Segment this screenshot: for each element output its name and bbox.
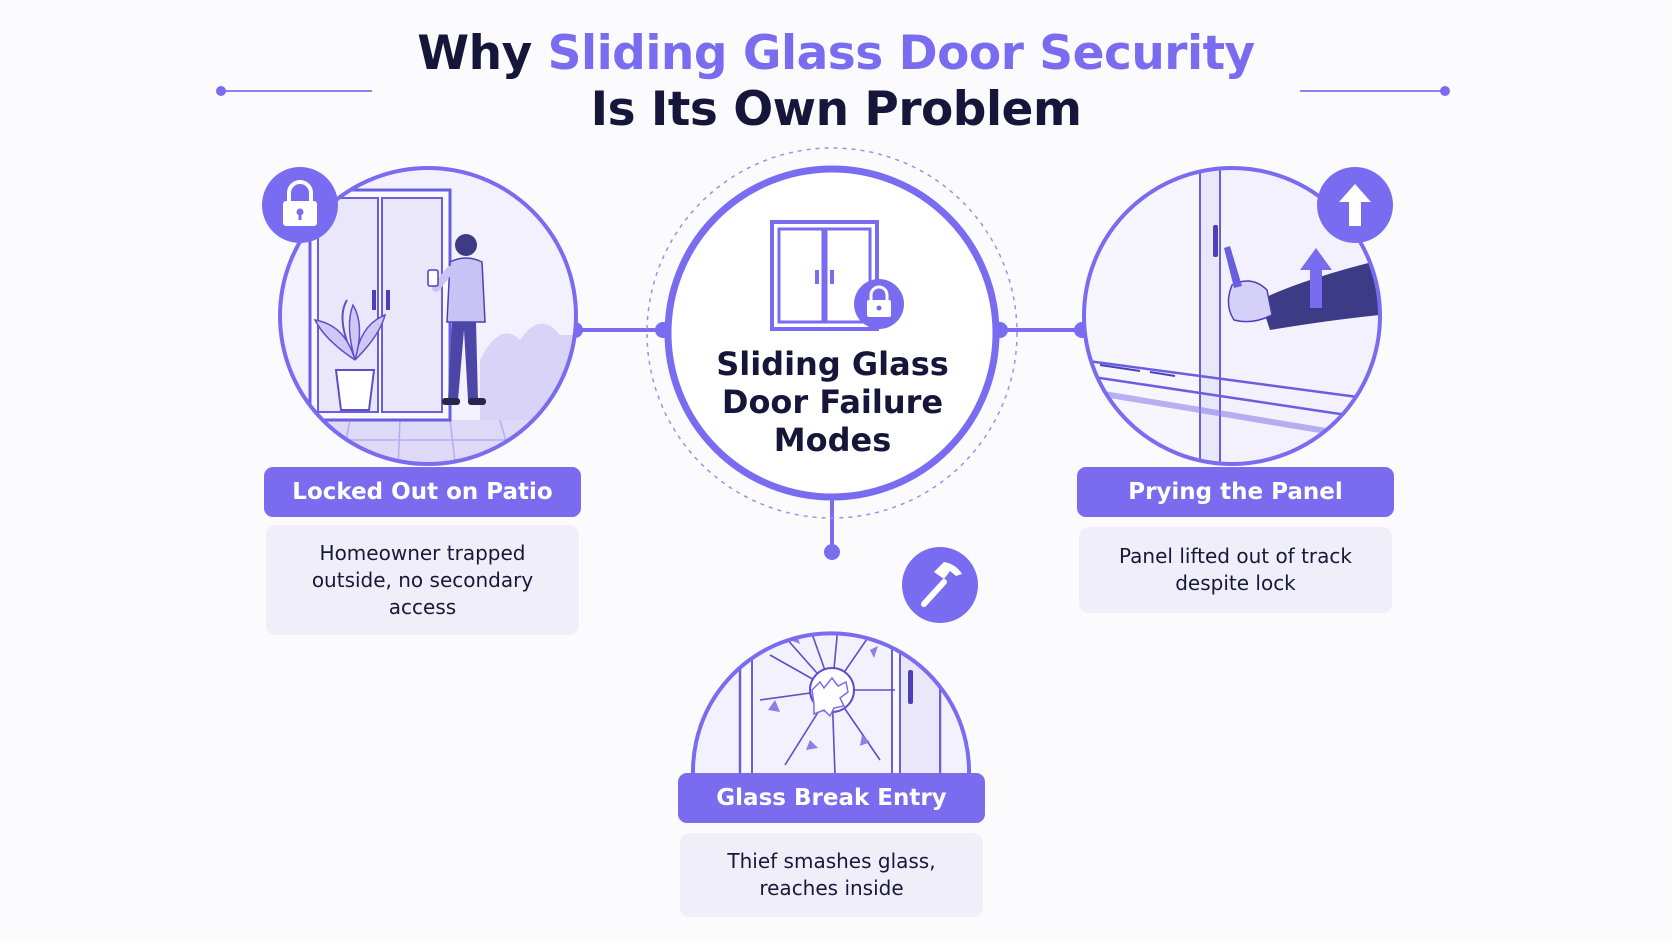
- hammer-icon: [902, 547, 978, 623]
- title-rule-right: [1300, 86, 1450, 96]
- title-rule-left: [216, 86, 372, 96]
- desc-glass-break: Thief smashes glass, reaches inside: [680, 833, 983, 917]
- desc-locked-out: Homeowner trapped outside, no secondary …: [266, 525, 579, 635]
- page-title: Why Sliding Glass Door Security Is Its O…: [0, 26, 1672, 138]
- label-prying-panel: Prying the Panel: [1077, 467, 1394, 517]
- sliding-door-lock-icon: [770, 220, 904, 331]
- label-locked-out: Locked Out on Patio: [264, 467, 581, 517]
- desc-prying-panel: Panel lifted out of track despite lock: [1079, 527, 1392, 613]
- glass-break-illustration: [691, 631, 971, 801]
- arrow-up-icon: [1317, 167, 1393, 243]
- padlock-icon: [262, 167, 338, 243]
- title-accent: Sliding Glass Door Security: [547, 26, 1256, 81]
- locked-out-illustration: [278, 166, 578, 466]
- title-line-1: Why Sliding Glass Door Security: [0, 26, 1672, 82]
- title-prefix: Why: [417, 26, 548, 81]
- title-line-2: Is Its Own Problem: [590, 82, 1082, 137]
- center-title: Sliding Glass Door Failure Modes: [716, 345, 949, 459]
- label-glass-break: Glass Break Entry: [678, 773, 985, 823]
- connector-lines: [575, 328, 1082, 552]
- center-hub: [646, 147, 1018, 519]
